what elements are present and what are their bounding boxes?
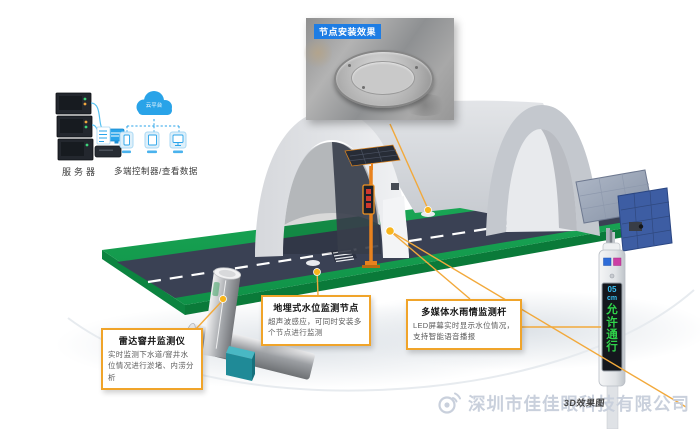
solar-panel-blue — [617, 187, 673, 252]
network-dashed-lines — [126, 119, 180, 132]
bolt — [362, 86, 365, 89]
cloud-platform-label: 云平台 — [145, 103, 163, 109]
weibo-icon — [438, 392, 461, 414]
buried-node-cover — [334, 50, 434, 108]
led-screen-text: 05 cm 允 许 通 行 — [602, 283, 622, 371]
far-arch-opening — [506, 129, 577, 232]
photo-texture — [304, 36, 332, 70]
bolt — [415, 66, 418, 69]
manhole-cover-right — [421, 211, 435, 217]
near-arch-interior-shadow — [332, 142, 380, 254]
indicator-blue — [603, 257, 612, 266]
callout-body: LED屏幕实时显示水位情况，支持智能语音播报 — [413, 321, 515, 342]
callout-body: 实时监测下水道/窨井水位情况进行淤堵、内涝分析 — [108, 350, 194, 382]
near-arch — [255, 110, 409, 258]
photo-label: 节点安装效果 — [314, 24, 382, 39]
water-level-unit: cm — [606, 294, 618, 302]
platform-left-side — [102, 250, 185, 315]
manhole-cover-left — [306, 260, 320, 266]
phone-icon — [119, 131, 134, 154]
callout-title: 多媒体水雨情监测杆 — [421, 307, 507, 317]
far-arch — [486, 105, 600, 236]
led-screen — [601, 282, 623, 372]
tablet-icon — [144, 131, 160, 154]
platform-front-side — [185, 220, 670, 315]
center-solar-pole — [344, 144, 401, 268]
watermark-company: 深圳市佳佳眼科技有限公司 — [468, 393, 690, 414]
callout-title: 地埋式水位监测节点 — [273, 303, 359, 313]
server-cluster — [55, 91, 187, 161]
buried-node-inner-plate — [351, 61, 415, 95]
callout-buried-node: 地埋式水位监测节点 超声波感应，可同时安装多个节点进行监测 — [261, 295, 371, 346]
server-rack — [55, 92, 94, 161]
multimedia-pole — [575, 169, 673, 429]
tunnel — [255, 100, 600, 258]
callout-radar-monitor: 雷达窨井监测仪 实时监测下水道/窨井水位情况进行淤堵、内涝分析 — [101, 328, 203, 390]
callout-multimedia-pole: 多媒体水雨情监测杆 LED屏幕实时显示水位情况，支持智能语音播报 — [406, 299, 522, 350]
node-installation-photo: 节点安装效果 — [304, 18, 454, 120]
terminals-label: 多端控制器/查看数据 — [114, 166, 198, 176]
monitor-icon — [169, 131, 187, 154]
water-level-value: 05 — [607, 285, 617, 294]
indicator-magenta — [613, 257, 622, 266]
led-char: 允 — [606, 304, 618, 317]
small-dark-mark: 3D效果图 — [563, 398, 606, 408]
callout-title: 雷达窨井监测仪 — [118, 336, 186, 346]
pole-camera-box — [629, 222, 642, 231]
watermark: 深圳市佳佳眼科技有限公司 — [436, 390, 690, 416]
callout-body: 超声波感应，可同时安装多个节点进行监测 — [268, 317, 362, 338]
leader-lines — [194, 123, 687, 408]
wall-camera-box — [391, 183, 399, 190]
led-char: 通 — [606, 328, 618, 341]
radar-sensor-box — [226, 346, 255, 381]
node-dots — [219, 206, 432, 303]
led-char: 许 — [606, 316, 618, 329]
server-label: 服务器 — [61, 167, 98, 177]
led-char: 行 — [606, 340, 618, 353]
underground-pipes — [184, 267, 315, 381]
bolt — [348, 64, 351, 67]
cloud-icon — [136, 91, 172, 115]
